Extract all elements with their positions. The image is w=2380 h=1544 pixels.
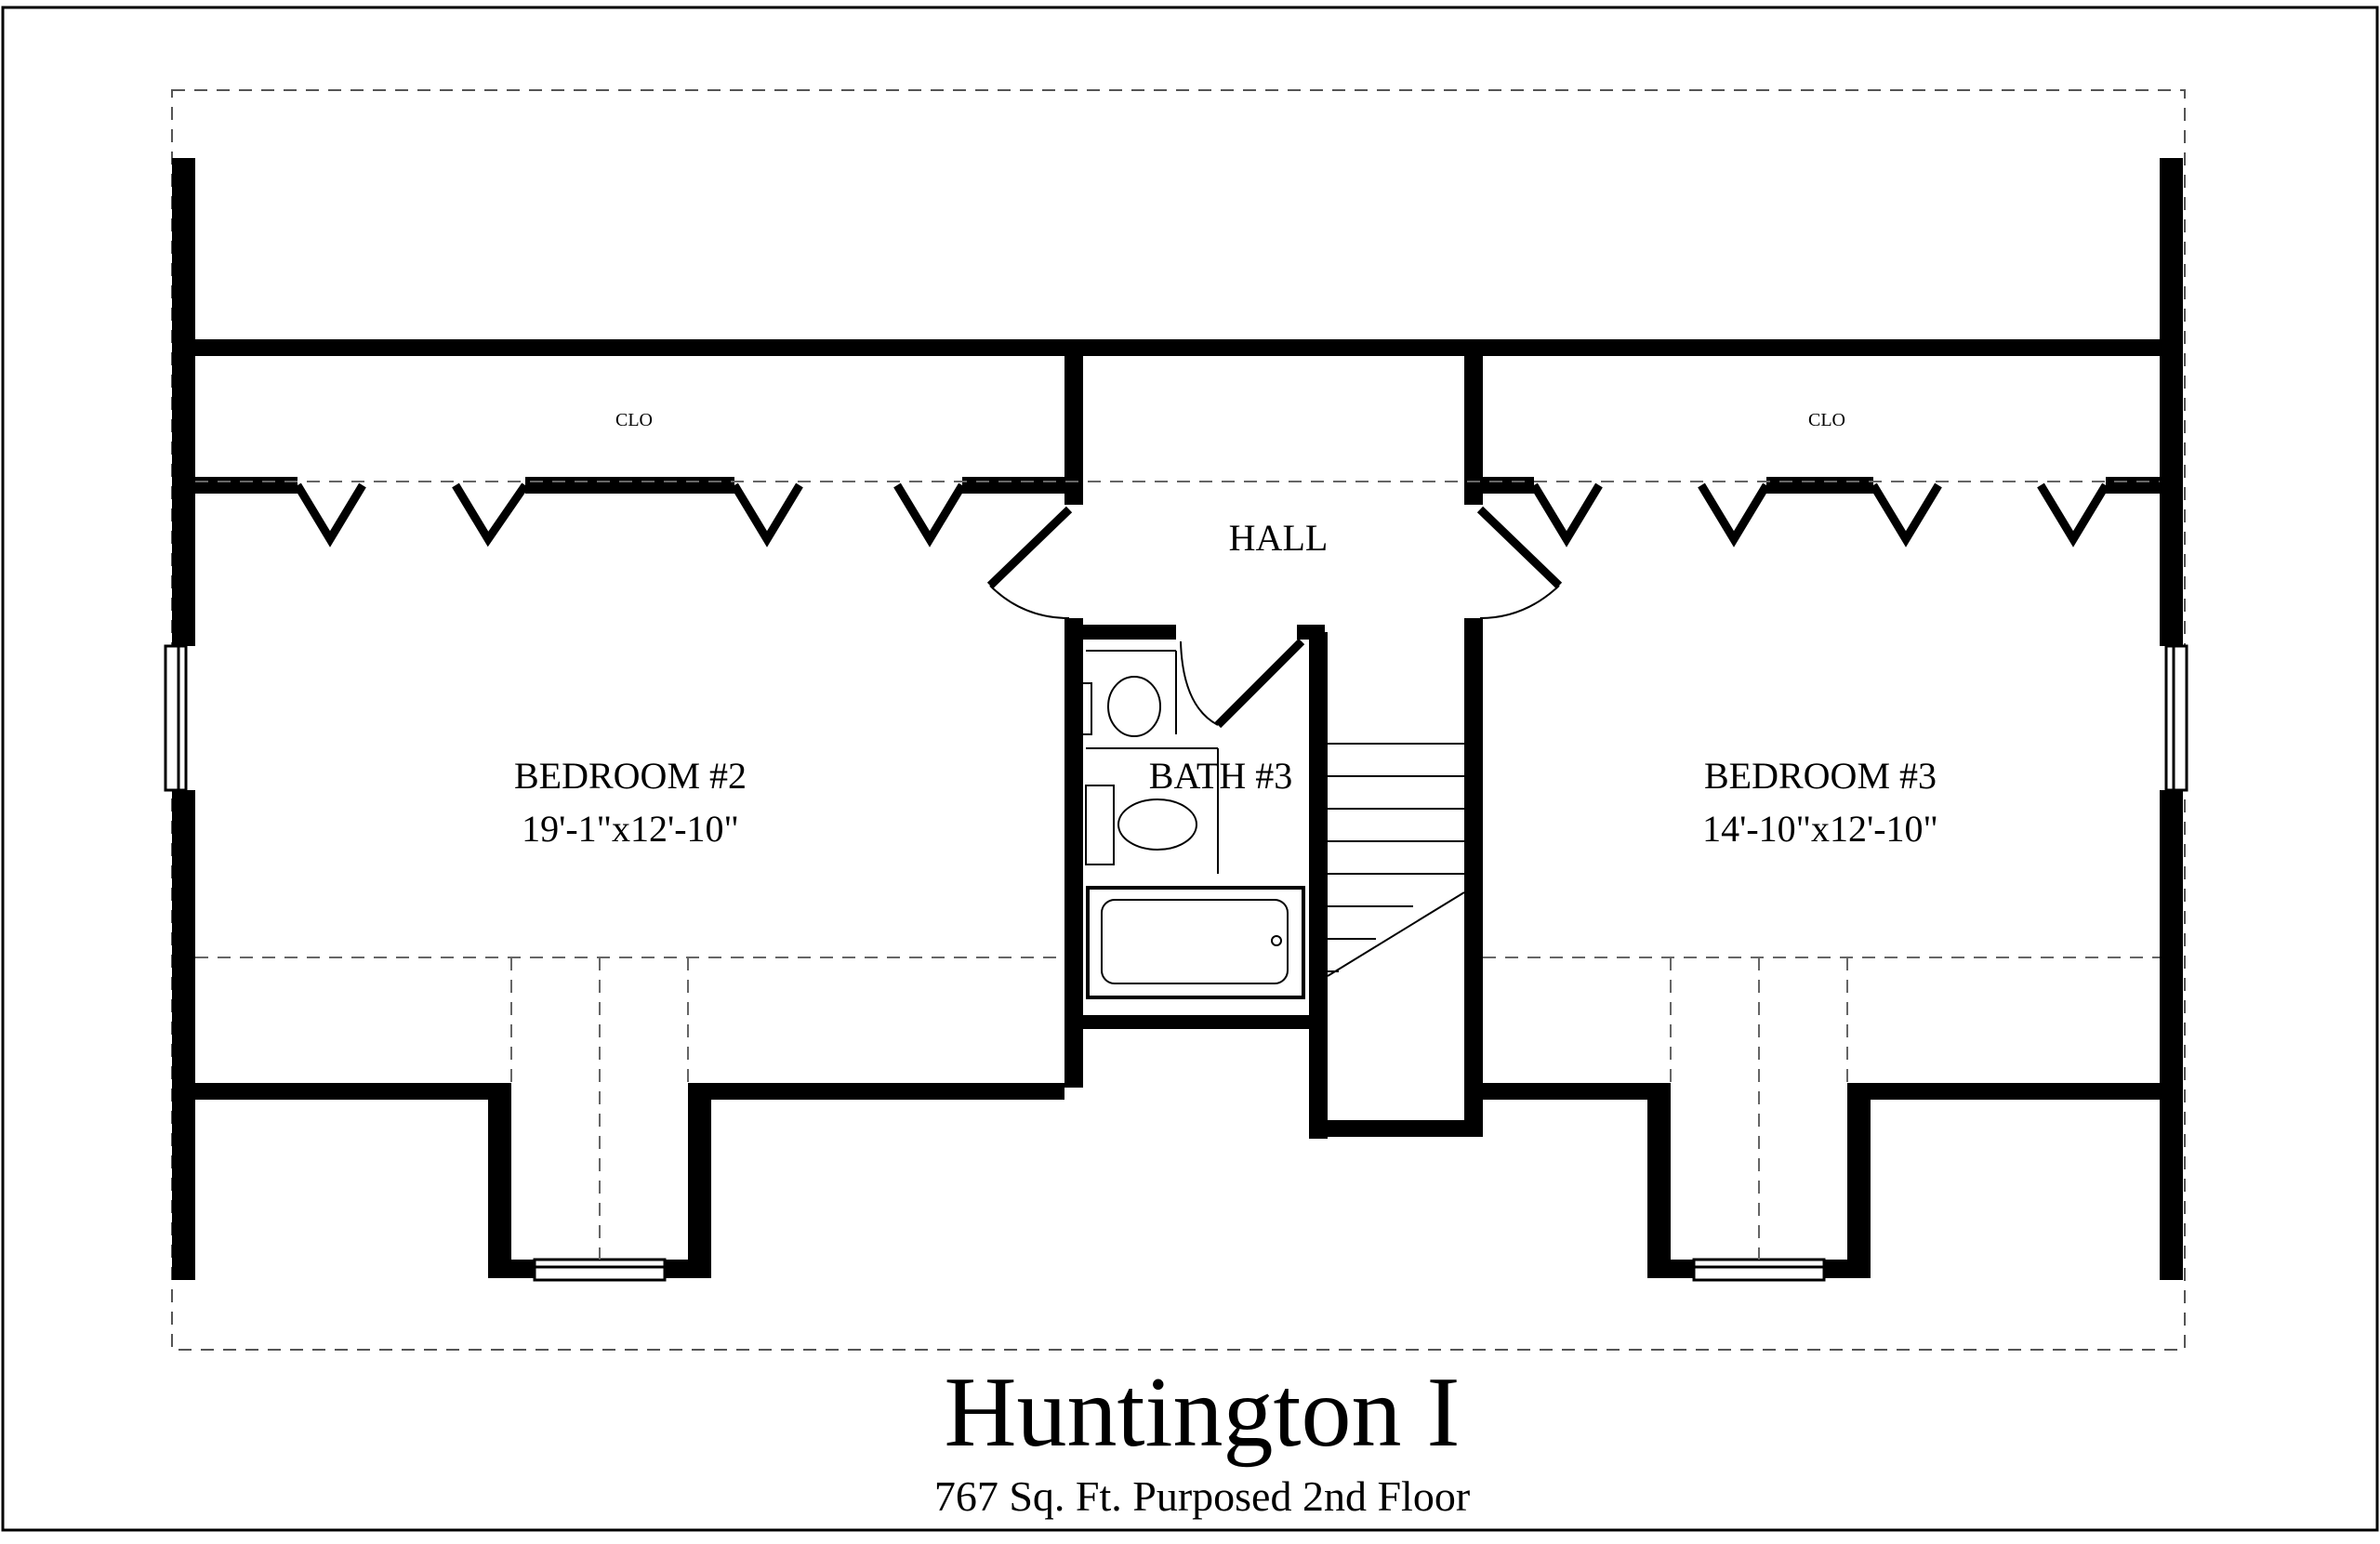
dashed-lines (195, 481, 2160, 1260)
right-exterior-wall-lower (2160, 790, 2183, 1280)
bathtub (1086, 886, 1305, 999)
bedroom2-label: BEDROOM #2 (514, 755, 747, 797)
toilet-bowl (1107, 676, 1161, 737)
right-exterior-wall-upper (2160, 158, 2183, 646)
stairs (1327, 743, 1465, 977)
roof-outline (171, 89, 2186, 1351)
closet-doors (294, 482, 2109, 548)
closet-right-label: CLO (1808, 410, 1845, 430)
top-knee-wall (195, 339, 2160, 356)
walls (172, 158, 2183, 1280)
bath3-label: BATH #3 (1149, 755, 1292, 797)
hall-right-wall (1464, 356, 1483, 505)
bath-fixtures (1076, 650, 1305, 999)
windows (164, 644, 2188, 1282)
hall-left-wall (1064, 356, 1083, 505)
vanity (1085, 785, 1115, 865)
plan-subtitle: 767 Sq. Ft. Purposed 2nd Floor (934, 1472, 1470, 1520)
bath-left-wall (1064, 618, 1083, 1088)
window-right (2164, 644, 2188, 792)
bedroom3-size: 14'-10"x12'-10" (1702, 808, 1938, 850)
bedroom-doors (986, 506, 1563, 729)
toilet-tank (1076, 682, 1092, 735)
page-border (1, 6, 2379, 1532)
window-dormer-right (1692, 1258, 1826, 1282)
hall-label: HALL (1229, 517, 1329, 559)
bedroom3-label: BEDROOM #3 (1704, 755, 1937, 797)
bedroom2-size: 19'-1"x12'-10" (522, 808, 739, 850)
sink (1117, 798, 1197, 851)
window-dormer-left (533, 1258, 667, 1282)
closet-left-label: CLO (615, 410, 653, 430)
window-left (164, 644, 188, 792)
left-exterior-wall-lower (172, 790, 195, 1280)
plan-title: Huntington I (945, 1357, 1461, 1468)
left-exterior-wall-upper (172, 158, 195, 646)
